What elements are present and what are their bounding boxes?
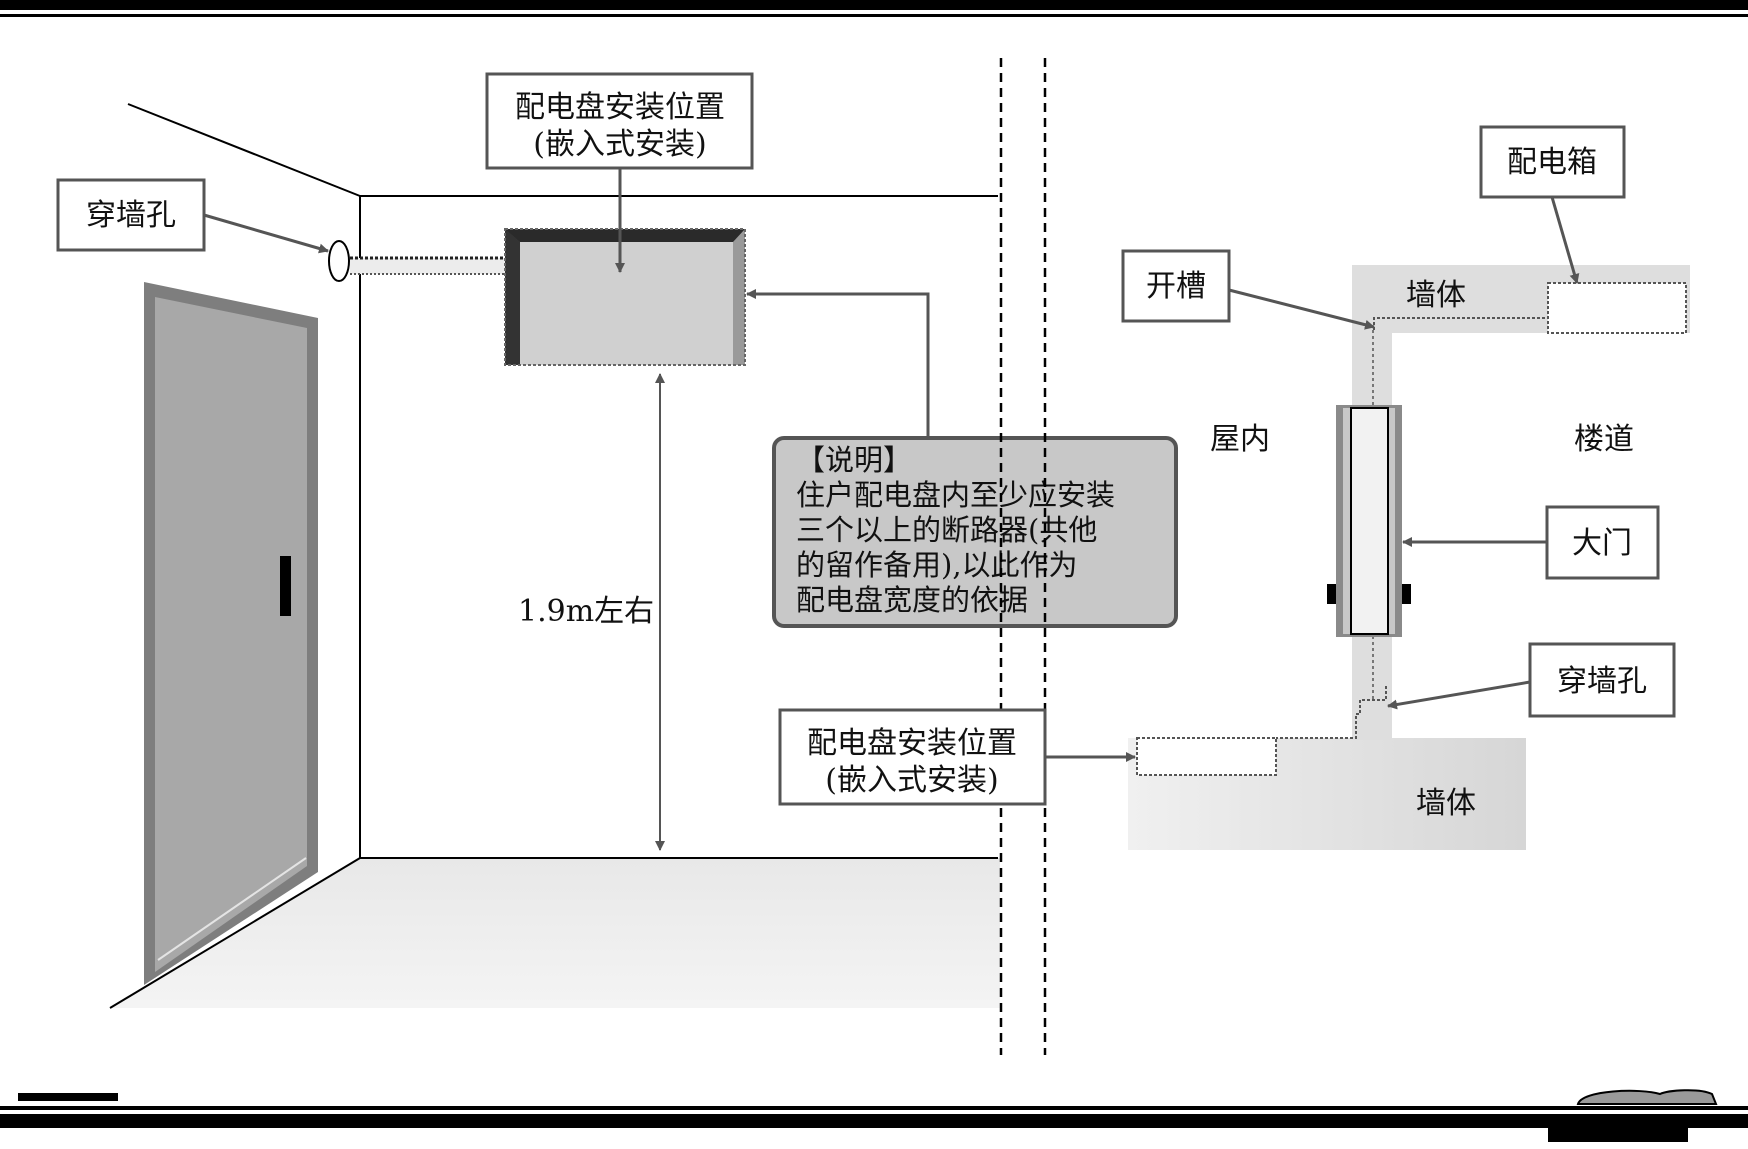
panel-label-right-line1: 配电盘安装位置 <box>807 726 1017 761</box>
corridor-label: 楼道 <box>1574 422 1634 457</box>
note-box: 【说明】 住户配电盘内至少应安装 三个以上的断路器(共他 的留作备用),以此作为… <box>772 436 1178 628</box>
note-line-3: 的留作备用),以此作为 <box>796 548 1078 582</box>
hole-label-left-text: 穿墙孔 <box>86 198 176 233</box>
box-arrow <box>1550 196 1580 284</box>
hole-label-right: 穿墙孔 <box>1528 642 1676 718</box>
wall-bottom-label: 墙体 <box>1416 786 1476 821</box>
corner-ornament <box>1576 1089 1718 1105</box>
top-border-thick <box>0 0 1748 10</box>
groove-label-text: 开槽 <box>1146 269 1206 304</box>
hole-label-left: 穿墙孔 <box>56 178 206 252</box>
panel-label-right-line2: (嵌入式安装) <box>825 763 998 798</box>
door-label-text: 大门 <box>1572 526 1632 561</box>
door-handle <box>280 556 291 616</box>
bottom-border-thin <box>0 1106 1748 1110</box>
hole-label-right-text: 穿墙孔 <box>1557 664 1647 699</box>
indoor-label: 屋内 <box>1210 422 1270 457</box>
groove-label: 开槽 <box>1121 249 1231 323</box>
panel-label-left: 配电盘安装位置 (嵌入式安装) <box>485 72 754 170</box>
panel-label-left-line1: 配电盘安装位置 <box>515 90 725 125</box>
box-slot-top <box>1547 282 1687 334</box>
door-label: 大门 <box>1545 505 1660 580</box>
note-title: 【说明】 <box>796 443 912 477</box>
panel-slot-bottom <box>1136 737 1277 776</box>
door <box>144 282 318 985</box>
ceiling-edge <box>127 103 361 197</box>
room-floor <box>110 858 1000 1008</box>
note-line-2: 三个以上的断路器(共他 <box>796 513 1097 547</box>
wall-top-label: 墙体 <box>1406 278 1466 313</box>
note-line-4: 配电盘宽度的依据 <box>796 583 1028 617</box>
groove-top <box>1373 317 1548 330</box>
panel-label-right: 配电盘安装位置 (嵌入式安装) <box>778 708 1047 806</box>
wire-conduit <box>350 258 508 274</box>
note-line-1: 住户配电盘内至少应安装 <box>796 478 1115 512</box>
hole-arrow-right <box>1387 680 1531 710</box>
note-arrow <box>746 289 930 440</box>
door-plan <box>1327 405 1411 637</box>
top-border-thin <box>0 14 1748 17</box>
groove-arrow <box>1228 288 1375 330</box>
box-label-text: 配电箱 <box>1507 145 1597 180</box>
hole-arrow-left <box>203 213 329 254</box>
bottom-border-thick <box>0 1114 1748 1128</box>
box-label: 配电箱 <box>1479 125 1626 199</box>
distribution-panel <box>504 228 746 366</box>
height-label: 1.9m左右 <box>518 594 654 629</box>
panel-label-left-line2: (嵌入式安装) <box>533 127 706 162</box>
groove-bottom <box>1276 686 1387 739</box>
wall-hole <box>328 240 350 282</box>
bottom-left-mark <box>18 1093 118 1101</box>
floor-edge <box>109 857 361 1009</box>
bottom-right-tab <box>1548 1128 1688 1142</box>
